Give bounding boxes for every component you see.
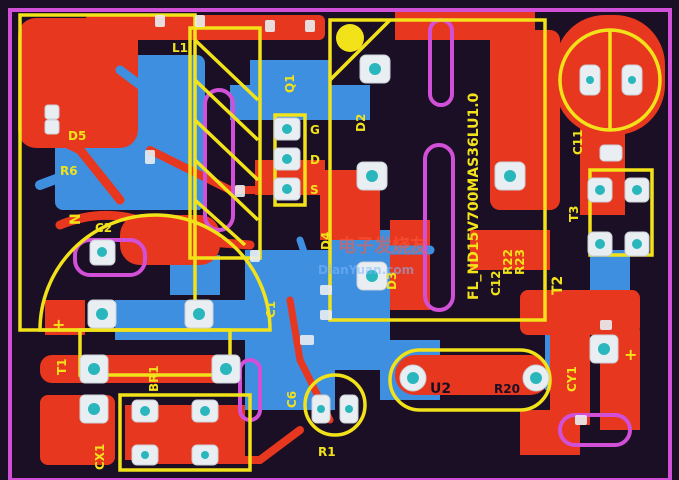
label-c1: C1 <box>264 301 278 318</box>
label-u2: U2 <box>430 381 451 397</box>
label-r20: R20 <box>494 382 520 396</box>
pads-layer <box>44 54 650 466</box>
part-number-label: FL_ND15V700MAS36LU1.0 <box>466 92 482 300</box>
label-d5: D5 <box>68 129 86 143</box>
label-l1: L1 <box>172 41 188 55</box>
label-r22: R22 <box>501 249 515 275</box>
label-pin-s: S <box>310 183 319 197</box>
label-c6: C6 <box>285 391 299 408</box>
label-pin-d: D <box>310 153 320 167</box>
label-c12: C12 <box>489 270 503 296</box>
label-q1: Q1 <box>283 74 297 93</box>
label-c2: C2 <box>95 221 112 235</box>
silkscreen-labels: FL_ND15V700MAS36LU1.0 Q1 G D S C2 C11 C1… <box>52 41 637 470</box>
smd-pads-layer <box>145 15 612 425</box>
silkscreen-layer <box>18 13 662 472</box>
watermark: 电子发烧友 DianYuan.com <box>318 235 428 277</box>
label-cy1: CY1 <box>565 366 579 392</box>
label-plus-left: + <box>52 315 65 334</box>
label-r6: R6 <box>60 164 78 178</box>
label-c11: C11 <box>571 129 585 155</box>
watermark-text: 电子发烧友 <box>338 235 428 257</box>
label-t1: T1 <box>55 358 69 375</box>
label-cx1: CX1 <box>93 444 107 470</box>
mounting-hole <box>336 24 364 52</box>
label-r1: R1 <box>318 445 336 459</box>
label-plus-right: + <box>624 345 637 364</box>
label-n: N <box>68 213 84 225</box>
label-t2: T2 <box>550 276 566 295</box>
label-d2: D2 <box>354 114 368 132</box>
watermark-url: DianYuan.com <box>318 263 414 277</box>
label-pin-g: G <box>310 123 320 137</box>
label-d4: D4 <box>319 232 333 250</box>
label-br1: BR1 <box>147 365 161 392</box>
label-d3: D3 <box>385 272 399 290</box>
label-t3: T3 <box>567 205 581 222</box>
label-r23: R23 <box>513 249 527 275</box>
